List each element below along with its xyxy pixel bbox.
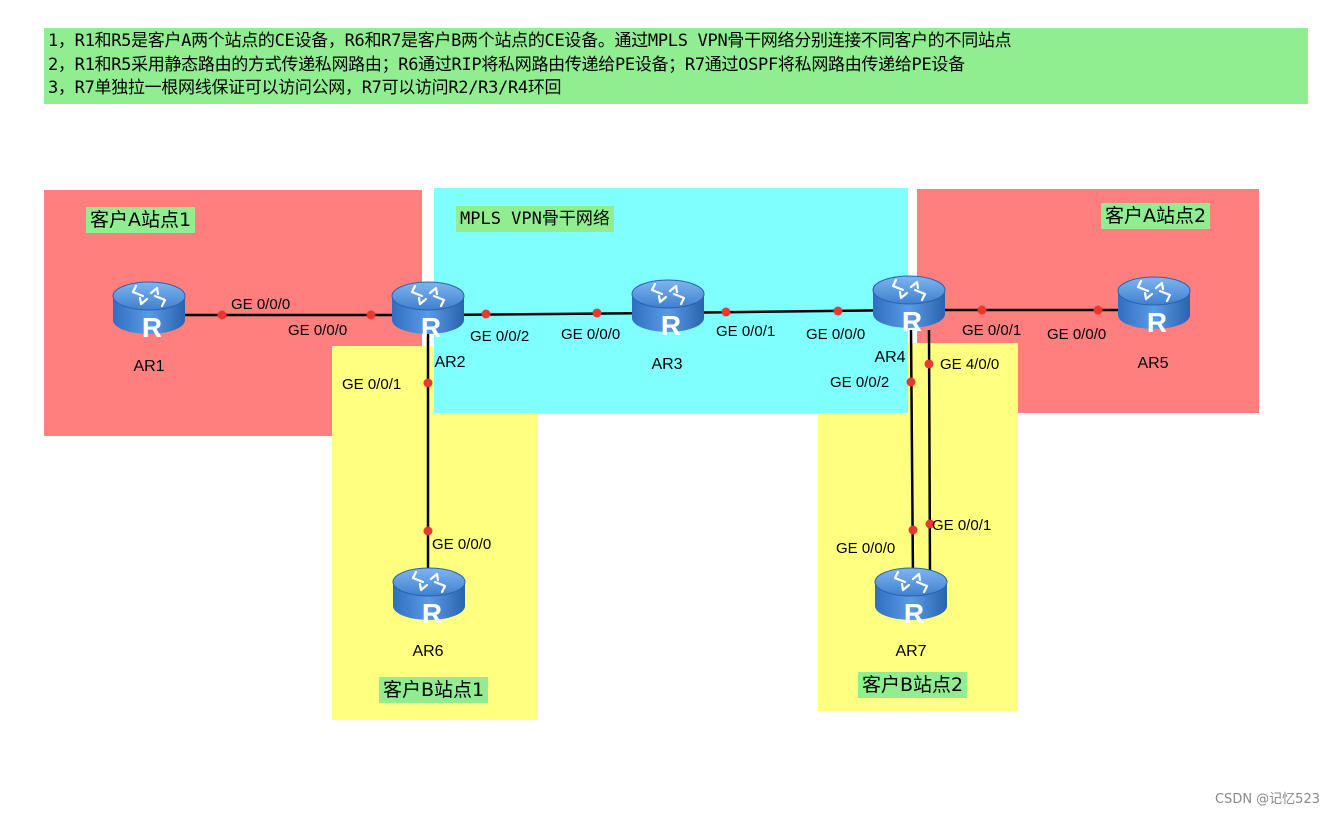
port-label-ar7-g001: GE 0/0/1: [932, 517, 991, 534]
port-dot-ar2-g002: [481, 309, 491, 319]
port-label-ar2-g002: GE 0/0/2: [470, 328, 529, 345]
port-dot-ar7-g001: [925, 519, 935, 529]
port-dot-ar4-g002: [906, 377, 916, 387]
link-ar3-ar4: [665, 308, 907, 315]
port-label-ar4-g002: GE 0/0/2: [830, 374, 889, 391]
router-name-ar3: AR3: [651, 356, 682, 373]
port-label-ar2-g000: GE 0/0/0: [288, 322, 347, 339]
port-label-ar4-g001: GE 0/0/1: [962, 322, 1021, 339]
port-dot-ar4-g400: [924, 359, 934, 369]
label-customer-b-site1: 客户B站点1: [379, 677, 489, 703]
router-name-ar7: AR7: [895, 643, 926, 660]
requirements-box: 1，R1和R5是客户A两个站点的CE设备，R6和R7是客户B两个站点的CE设备。…: [44, 28, 1308, 104]
port-label-ar1-g000: GE 0/0/0: [231, 296, 290, 313]
label-mpls-backbone: MPLS VPN骨干网络: [456, 206, 614, 232]
watermark: CSDN @记忆523: [1214, 792, 1320, 807]
port-label-ar2-g001: GE 0/0/1: [342, 376, 401, 393]
router-name-ar5: AR5: [1137, 355, 1168, 372]
router-ar3-letter: R: [661, 310, 681, 341]
port-dot-ar2-g001: [423, 378, 433, 388]
router-ar6-letter: R: [422, 598, 442, 629]
port-label-ar5-g000: GE 0/0/0: [1047, 326, 1106, 343]
label-customer-a-site1: 客户A站点1: [86, 207, 196, 233]
port-dot-ar1-g000: [217, 310, 227, 320]
router-ar1-letter: R: [142, 312, 162, 343]
router-name-ar6: AR6: [412, 643, 443, 660]
port-label-ar3-g001: GE 0/0/1: [716, 323, 775, 340]
port-dot-ar4-g000: [833, 306, 843, 316]
router-ar5-letter: R: [1147, 307, 1167, 338]
label-customer-b-site2: 客户B站点2: [858, 672, 968, 698]
port-label-ar4-g400: GE 4/0/0: [940, 356, 999, 373]
router-name-ar4: AR4: [874, 349, 905, 366]
link-ar4-ar7-b: [927, 329, 932, 581]
requirement-line-2: 2，R1和R5采用静态路由的方式传递私网路由；R6通过RIP将私网路由传递给PE…: [48, 54, 965, 75]
port-label-ar7-g000: GE 0/0/0: [836, 540, 895, 557]
link-ar2-ar3: [439, 311, 667, 317]
router-name-ar1: AR1: [133, 358, 164, 375]
port-label-ar4-g000: GE 0/0/0: [806, 326, 865, 343]
link-ar4-ar7-a: [909, 329, 915, 581]
label-customer-a-site2: 客户A站点2: [1101, 203, 1211, 229]
port-dot-ar7-g000: [908, 525, 918, 535]
router-name-ar2: AR2: [434, 354, 465, 371]
port-dot-ar4-g001: [977, 305, 987, 315]
port-dot-ar3-g001: [721, 307, 731, 317]
router-ar7-letter: R: [904, 598, 924, 629]
port-label-ar6-g000: GE 0/0/0: [432, 536, 491, 553]
router-ar4-letter: R: [902, 306, 922, 337]
requirement-line-1: 1，R1和R5是客户A两个站点的CE设备，R6和R7是客户B两个站点的CE设备。…: [48, 31, 1012, 51]
port-dot-ar3-g000: [592, 308, 602, 318]
port-dot-ar5-g000: [1093, 305, 1103, 315]
router-ar2-letter: R: [421, 312, 441, 343]
requirement-line-3: 3，R7单独拉一根网线保证可以访问公网，R7可以访问R2/R3/R4环回: [48, 78, 562, 98]
port-label-ar3-g000: GE 0/0/0: [561, 326, 620, 343]
port-dot-ar6-g000: [423, 526, 433, 536]
port-dot-ar2-g000: [366, 310, 376, 320]
